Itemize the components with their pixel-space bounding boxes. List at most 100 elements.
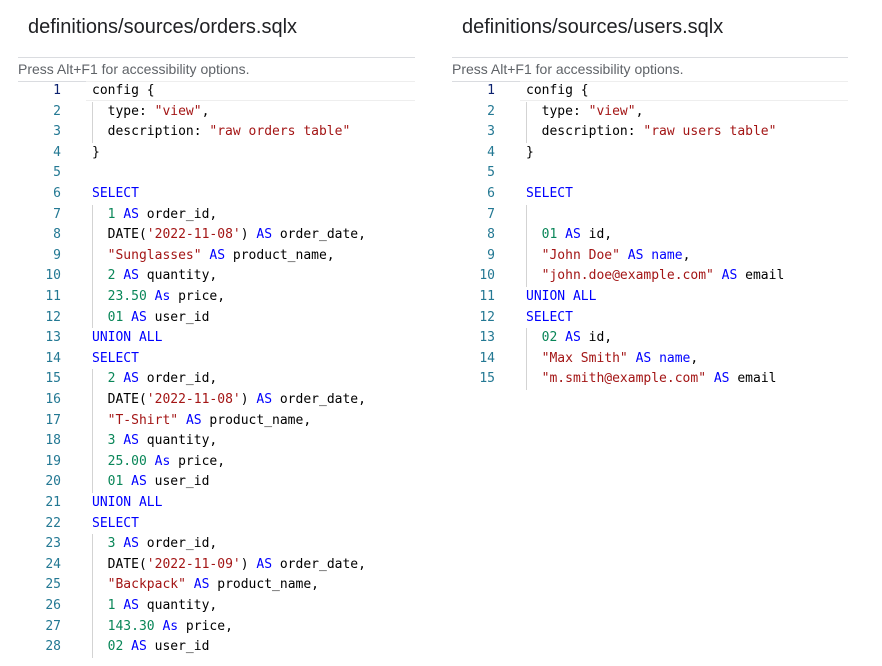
code-token: AS	[123, 268, 139, 284]
code-token	[714, 268, 722, 283]
line-number: 14	[479, 350, 495, 366]
indent-guide	[92, 554, 93, 576]
code-line[interactable]: 17 "T-Shirt" AS product_name,	[18, 410, 415, 432]
line-number: 11	[479, 289, 495, 304]
code-line[interactable]: 28 02 AS user_id	[18, 637, 415, 658]
code-line[interactable]: 7 1 AS order_id,	[18, 204, 415, 226]
code-token: 01	[107, 474, 124, 490]
code-token: description:	[526, 124, 644, 140]
code-token	[628, 351, 636, 366]
code-line[interactable]: 18 3 AS quantity,	[18, 431, 415, 452]
code-token: "T-Shirt"	[107, 412, 179, 428]
code-token: 1	[107, 598, 116, 613]
code-token: config {	[92, 83, 155, 98]
code-line[interactable]: 8 01 AS id,	[452, 225, 848, 246]
code-token: SELECT	[92, 515, 139, 531]
code-line[interactable]: 12 01 AS user_id	[18, 307, 415, 329]
code-line[interactable]: 4}	[452, 143, 848, 164]
code-token: user_id	[146, 309, 210, 325]
code-line[interactable]: 9 "John Doe" AS name,	[452, 245, 848, 267]
line-number: 5	[53, 165, 61, 181]
code-line[interactable]: 10 "john.doe@example.com" AS email	[452, 266, 848, 287]
line-number: 3	[487, 124, 495, 140]
code-token: '2022-11-08'	[146, 227, 241, 243]
editor-pane-orders[interactable]: definitions/sources/orders.sqlx Press Al…	[18, 0, 415, 666]
code-line[interactable]: 25 "Backpack" AS product_name,	[18, 575, 415, 596]
code-token: AS	[627, 247, 644, 263]
code-line[interactable]: 3 description: "raw orders table"	[18, 122, 415, 143]
code-line[interactable]: 2 type: "view",	[18, 101, 415, 123]
code-token: quantity,	[138, 268, 218, 284]
code-line[interactable]: 15 2 AS order_id,	[18, 369, 415, 390]
code-token: "view"	[588, 103, 636, 119]
code-token	[123, 310, 131, 325]
accessibility-hint: Press Alt+F1 for accessibility options.	[452, 61, 684, 77]
code-token: }	[526, 144, 534, 160]
code-token: ,	[635, 103, 644, 119]
code-token: AS	[123, 536, 139, 552]
line-number: 17	[45, 412, 61, 428]
code-line[interactable]: 4}	[18, 143, 415, 164]
code-line[interactable]: 8 DATE('2022-11-08') AS order_date,	[18, 225, 415, 246]
code-line[interactable]: 15 "m.smith@example.com" AS email	[452, 369, 848, 390]
code-token: 23.50	[107, 289, 147, 304]
editor-pane-users[interactable]: definitions/sources/users.sqlx Press Alt…	[452, 0, 848, 666]
code-line[interactable]: 16 DATE('2022-11-08') AS order_date,	[18, 390, 415, 411]
code-line[interactable]: 5	[452, 163, 848, 184]
accessibility-hint: Press Alt+F1 for accessibility options.	[18, 61, 250, 77]
code-token: AS	[131, 474, 147, 490]
code-line[interactable]: 10 2 AS quantity,	[18, 266, 415, 287]
line-content: DATE('2022-11-09') AS order_date,	[92, 555, 366, 576]
code-line[interactable]: 13 02 AS id,	[452, 328, 848, 349]
code-line[interactable]: 2 type: "view",	[452, 101, 848, 123]
line-content: 2 AS quantity,	[92, 266, 218, 287]
code-line[interactable]: 20 01 AS user_id	[18, 472, 415, 493]
code-token: AS	[256, 392, 273, 407]
code-line[interactable]: 27 143.30 As price,	[18, 616, 415, 638]
code-line[interactable]: 14 "Max Smith" AS name,	[452, 348, 848, 370]
indent-guide	[92, 596, 93, 617]
line-number: 10	[45, 268, 61, 284]
line-content: 1 AS quantity,	[92, 596, 218, 617]
line-content: description: "raw orders table"	[92, 122, 351, 143]
line-content: 01 AS user_id	[92, 308, 210, 329]
line-content: "John Doe" AS name,	[526, 246, 691, 267]
code-line[interactable]: 7	[452, 204, 848, 226]
code-token: SELECT	[526, 186, 573, 201]
line-number: 5	[487, 165, 495, 181]
code-line[interactable]: 26 1 AS quantity,	[18, 596, 415, 617]
code-token	[92, 433, 108, 448]
line-content: type: "view",	[526, 102, 644, 123]
code-token	[147, 289, 155, 304]
code-line[interactable]: 19 25.00 As price,	[18, 451, 415, 473]
code-token: AS	[123, 206, 139, 222]
code-token	[92, 248, 108, 263]
code-line[interactable]: 24 DATE('2022-11-09') AS order_date,	[18, 554, 415, 576]
code-line[interactable]: 11 23.50 As price,	[18, 287, 415, 308]
indent-guide	[92, 410, 93, 432]
code-token: DATE(	[92, 227, 147, 243]
code-token: AS	[185, 412, 202, 428]
code-token: "raw users table"	[643, 124, 777, 140]
line-number: 8	[53, 227, 61, 243]
code-token: "m.smith@example.com"	[541, 371, 707, 387]
code-line[interactable]: 3 description: "raw users table"	[452, 122, 848, 143]
code-token: user_id	[146, 639, 210, 655]
code-line[interactable]: 5	[18, 163, 415, 184]
line-content: "Sunglasses" AS product_name,	[92, 246, 335, 267]
code-line[interactable]: 9 "Sunglasses" AS product_name,	[18, 245, 415, 267]
code-line[interactable]: 23 3 AS order_id,	[18, 534, 415, 555]
code-token	[557, 227, 565, 242]
